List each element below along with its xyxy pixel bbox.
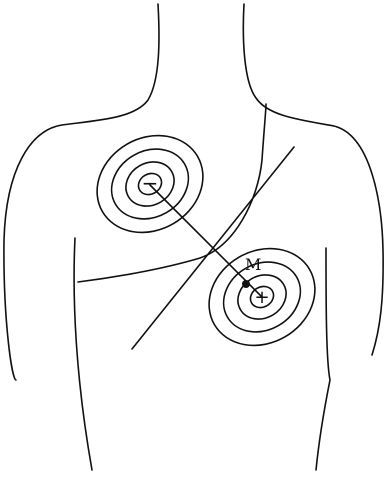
- positive-pole-sign: +: [254, 287, 269, 308]
- point-m-label: M: [245, 255, 261, 274]
- left-armpit-line: [74, 238, 92, 470]
- chest-curve-line: [78, 104, 266, 282]
- right-armpit-line: [316, 248, 330, 470]
- point-m-marker: [242, 280, 250, 288]
- torso-outline-left: [4, 4, 159, 380]
- negative-pole-sign: −: [142, 171, 159, 195]
